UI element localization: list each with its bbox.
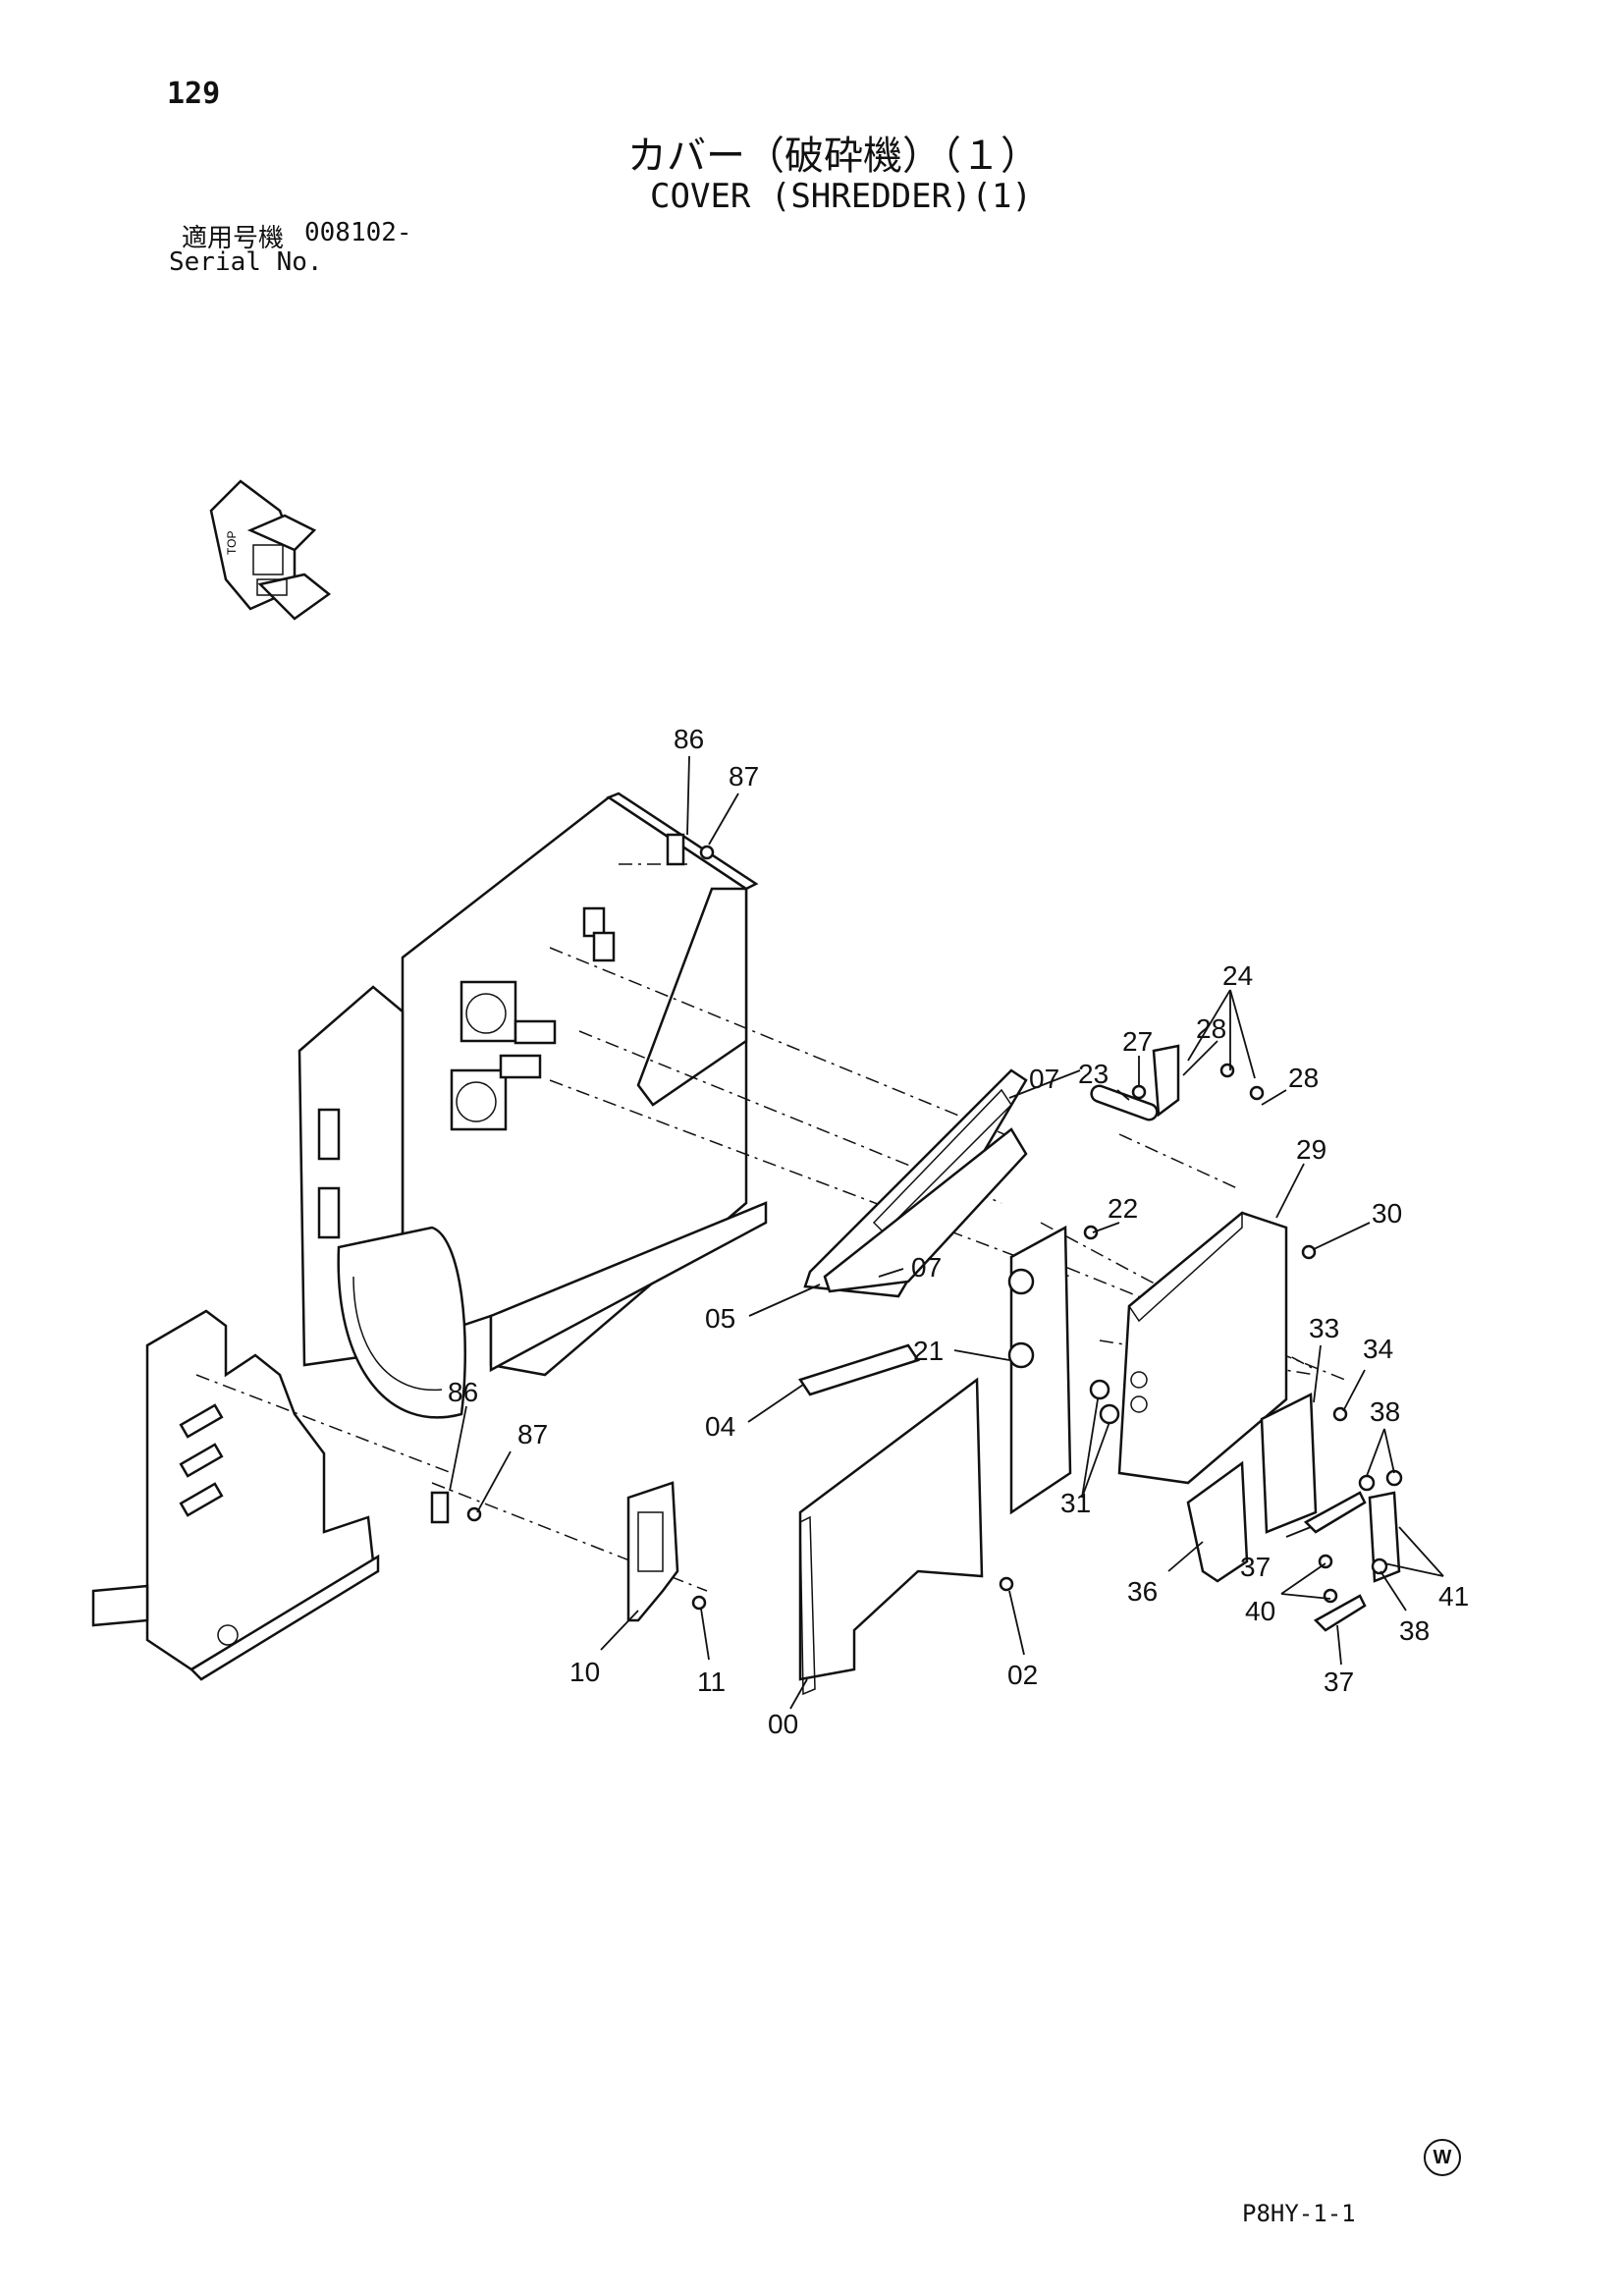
callout-36: 36 xyxy=(1127,1576,1158,1607)
callout-10: 10 xyxy=(569,1657,600,1687)
page-title-japanese: カバー（破砕機）（１） xyxy=(627,134,1040,179)
serial-value: 008102- xyxy=(304,218,412,247)
page-number: 129 xyxy=(167,77,221,111)
callout-24: 24 xyxy=(1222,960,1253,991)
callout-labels: 86 87 24 27 28 28 07 23 29 22 30 07 05 2… xyxy=(448,724,1469,1739)
part-33-panel xyxy=(1260,1393,1318,1534)
callout-04: 04 xyxy=(705,1411,735,1442)
callout-86: 86 xyxy=(674,724,704,754)
callout-27: 27 xyxy=(1122,1026,1153,1057)
part-29-box-cover xyxy=(1117,1211,1288,1485)
callout-38: 38 xyxy=(1370,1396,1400,1427)
callout-02: 02 xyxy=(1007,1660,1038,1690)
part-36-bracket xyxy=(1186,1460,1249,1583)
part-37-clip-lower xyxy=(1313,1594,1367,1632)
callout-41: 41 xyxy=(1438,1581,1469,1612)
part-04-strip xyxy=(798,1343,920,1396)
drawing-code: P8HY-1-1 xyxy=(1242,2200,1356,2227)
callout-00: 00 xyxy=(768,1709,798,1739)
part-21-plate xyxy=(1007,1225,1072,1515)
callout-07: 07 xyxy=(911,1252,942,1283)
part-24-hinge xyxy=(1152,1044,1180,1118)
callout-31: 31 xyxy=(1060,1488,1091,1518)
serial-label-japanese: 適用号機 xyxy=(182,224,285,253)
hardware-fasteners xyxy=(430,833,1403,1611)
part-07-frame xyxy=(803,1068,1028,1298)
orientation-label: TOP xyxy=(225,531,239,555)
front-frame-plate xyxy=(298,985,466,1419)
part-37-clip-upper xyxy=(1303,1491,1367,1534)
callout-87: 87 xyxy=(729,761,759,792)
serial-label-english: Serial No. xyxy=(169,247,323,277)
callout-23: 23 xyxy=(1078,1059,1109,1089)
callout-38: 38 xyxy=(1399,1615,1430,1646)
callout-40: 40 xyxy=(1245,1596,1275,1626)
part-10-bracket xyxy=(626,1481,679,1622)
callout-07: 07 xyxy=(1029,1064,1059,1094)
callout-33: 33 xyxy=(1309,1313,1339,1343)
callout-87: 87 xyxy=(517,1419,548,1449)
callout-11: 11 xyxy=(697,1667,726,1697)
callout-37: 37 xyxy=(1324,1667,1354,1697)
orientation-icon: TOP xyxy=(209,479,332,621)
callout-86: 86 xyxy=(448,1377,478,1407)
callout-29: 29 xyxy=(1296,1134,1326,1165)
callout-34: 34 xyxy=(1363,1334,1393,1364)
callout-28: 28 xyxy=(1288,1063,1319,1093)
callout-37: 37 xyxy=(1240,1552,1271,1582)
callout-21: 21 xyxy=(913,1336,944,1366)
callout-05: 05 xyxy=(705,1303,735,1334)
base-frame xyxy=(91,1309,380,1681)
part-05-panel xyxy=(823,1127,1028,1293)
stamp-mark: W xyxy=(1424,2139,1461,2176)
page-title-english: COVER (SHREDDER)(1) xyxy=(650,177,1032,216)
part-00-cover xyxy=(798,1377,984,1696)
leader-lines xyxy=(449,755,1444,1710)
callout-22: 22 xyxy=(1108,1193,1138,1224)
callout-28: 28 xyxy=(1196,1013,1226,1044)
callout-30: 30 xyxy=(1372,1198,1402,1229)
part-23-pin xyxy=(1090,1084,1159,1121)
